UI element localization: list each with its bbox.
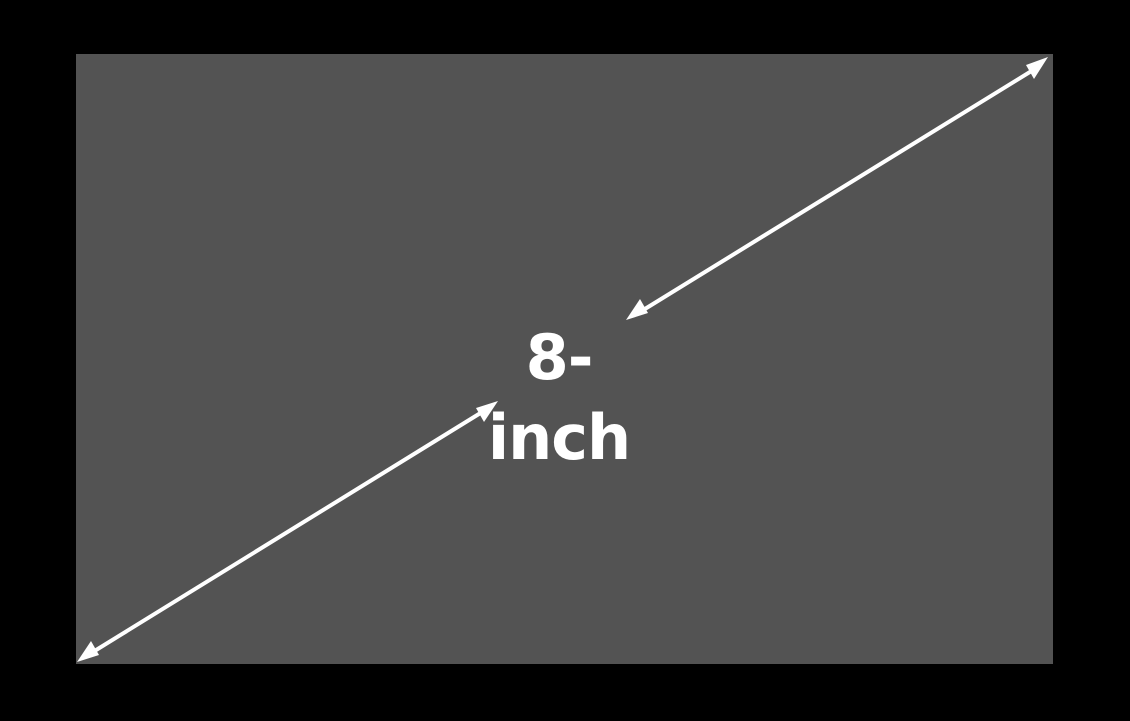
arrowhead-upper-center-icon xyxy=(626,299,648,320)
lower-diagonal-arrow xyxy=(77,401,498,662)
arrowhead-lower-center-icon xyxy=(476,401,498,422)
arrowhead-top-right-icon xyxy=(1026,57,1048,79)
upper-diagonal-arrow xyxy=(626,57,1048,320)
arrowhead-bottom-left-icon xyxy=(77,641,99,662)
screen-size-label: 8-inch xyxy=(487,321,631,474)
